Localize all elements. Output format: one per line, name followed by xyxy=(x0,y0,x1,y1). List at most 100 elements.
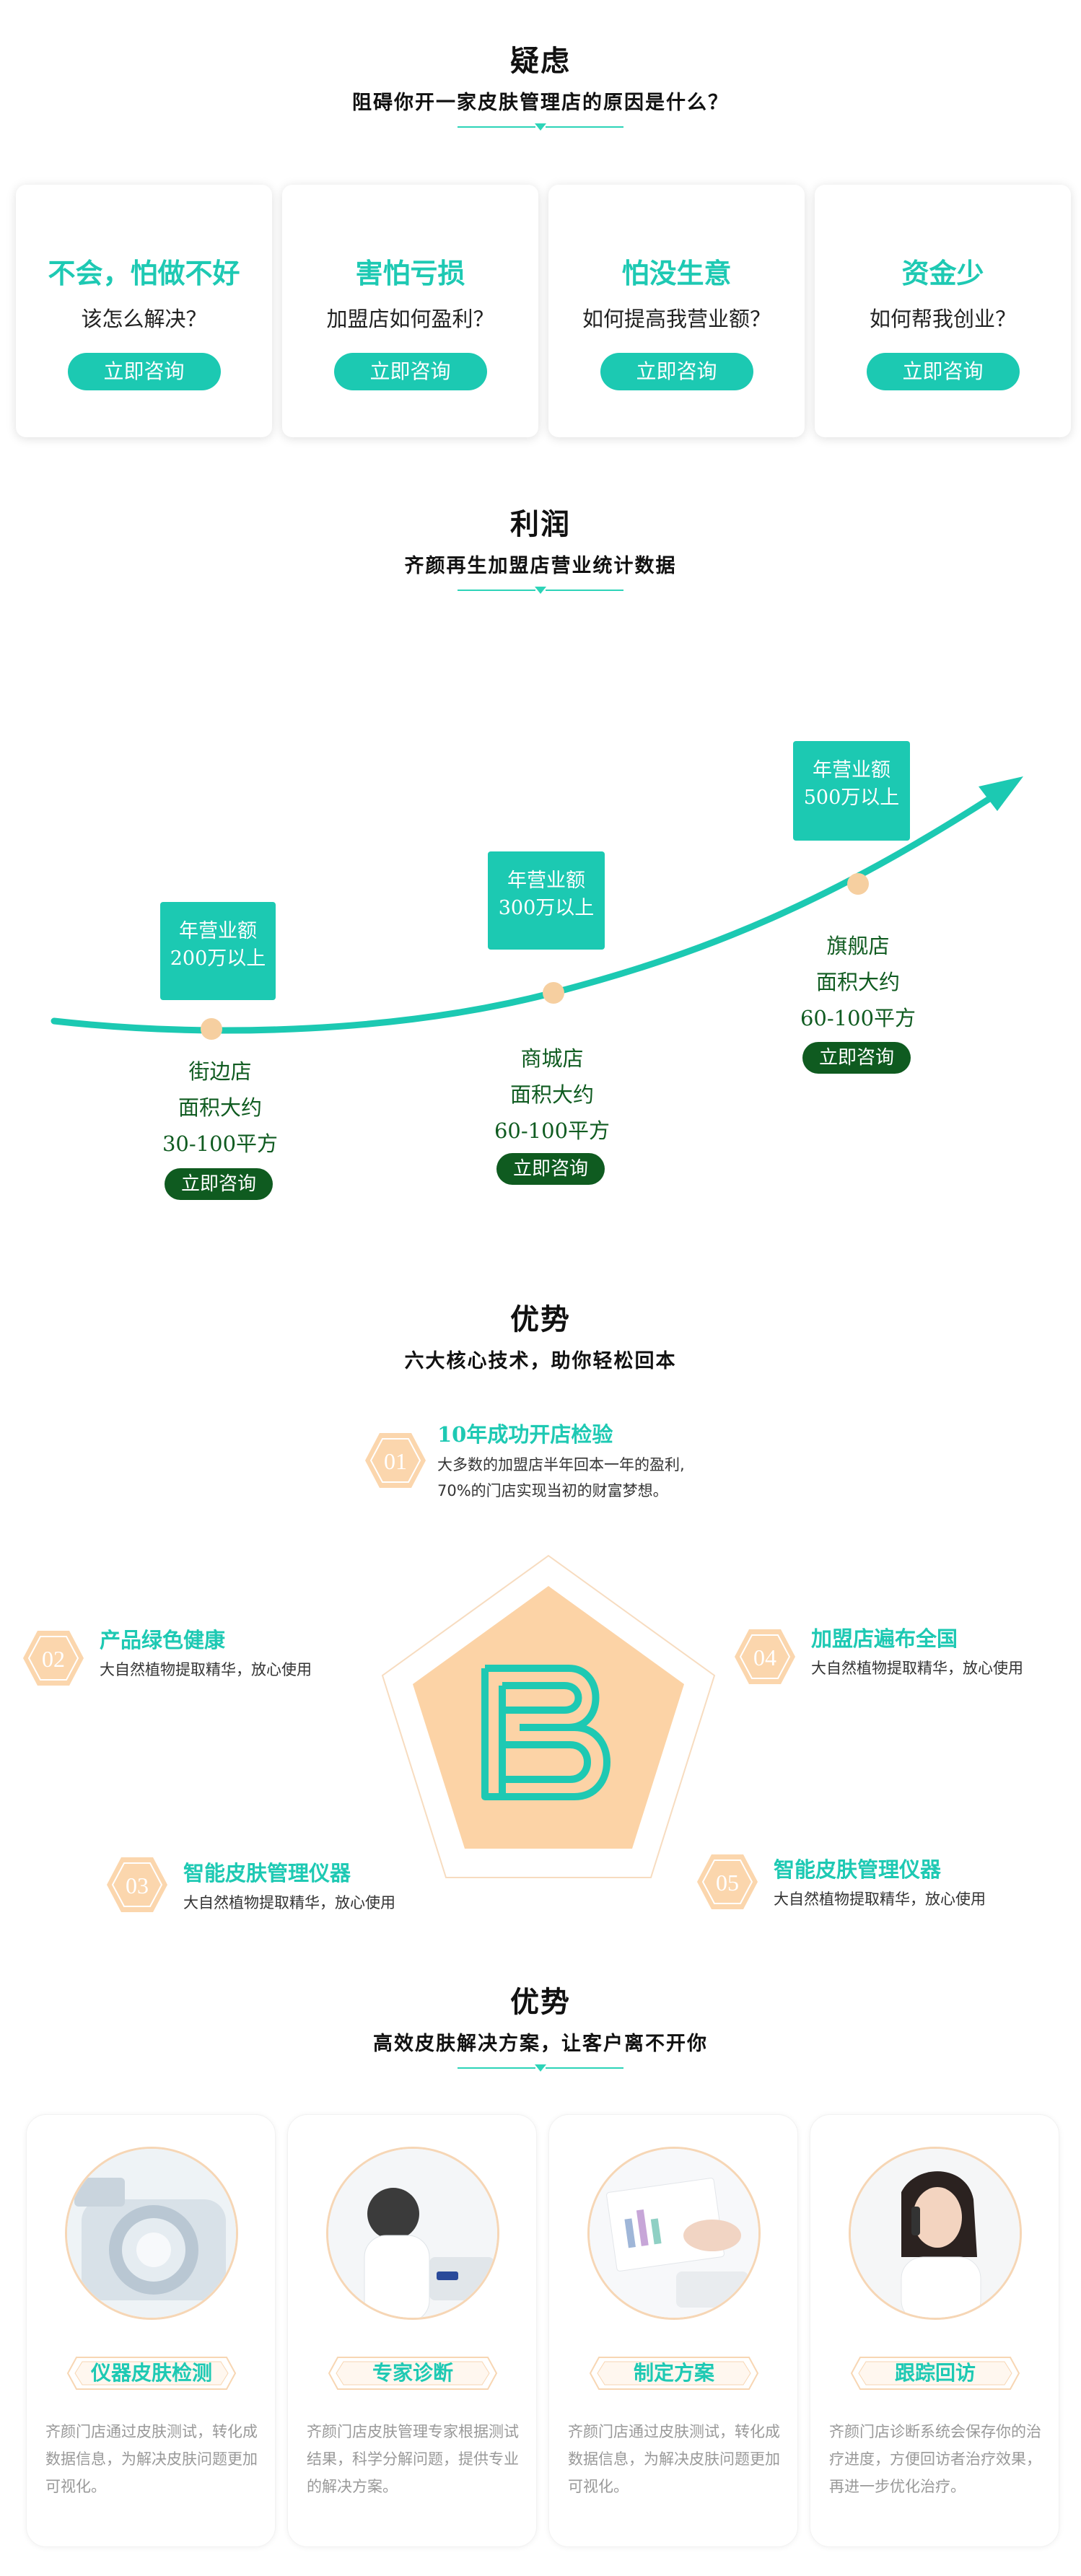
doubt-card-heading: 害怕亏损 xyxy=(355,258,465,289)
doubt-card-heading: 怕没生意 xyxy=(621,258,732,289)
growth-arrow-icon xyxy=(979,776,1023,811)
revenue-value: 500万以上 xyxy=(803,787,900,809)
title-divider xyxy=(458,2062,623,2076)
advantage-desc: 大多数的加盟店半年回本一年的盈利, 70%的门店实现当初的财富梦想。 xyxy=(437,1452,685,1504)
store-name: 街边店 xyxy=(188,1059,252,1084)
advantage-title: 10年成功开店检验 xyxy=(437,1422,613,1447)
tag-frame xyxy=(328,2357,498,2390)
store-area-label: 面积大约 xyxy=(178,1095,262,1120)
doubt-card: 害怕亏损 加盟店如何盈利？ 立即咨询 xyxy=(282,185,538,437)
curve-dot xyxy=(201,1018,222,1040)
store-area: 30-100平方 xyxy=(162,1131,279,1156)
solution-card: 制定方案 齐颜门店通过皮肤测试，转化成数据信息，为解决皮肤问题更加可视化。 xyxy=(548,2114,798,2547)
store-name: 商城店 xyxy=(520,1046,584,1071)
section-doubts-header: 疑虑 阻碍你开一家皮肤管理店的原因是什么？ xyxy=(0,38,1081,135)
title-divider xyxy=(458,584,623,598)
advantage-desc: 大自然植物提取精华，放心使用 xyxy=(100,1661,312,1678)
curve-dot xyxy=(543,982,564,1004)
growth-curve xyxy=(51,776,1023,1040)
revenue-value: 300万以上 xyxy=(498,897,595,919)
section-advantage-header: 优势 六大核心技术，助你轻松回本 xyxy=(0,1296,1081,1373)
badge-number: 04 xyxy=(753,1644,776,1670)
store-info: 商城店 面积大约 60-100平方 xyxy=(440,1041,664,1149)
section-profit-header: 利润 齐颜再生加盟店营业统计数据 xyxy=(0,501,1081,598)
store-area: 60-100平方 xyxy=(800,1006,916,1030)
solution-desc: 齐颜门店通过皮肤测试，转化成数据信息，为解决皮肤问题更加可视化。 xyxy=(45,2423,258,2495)
advantage-title: 智能皮肤管理仪器 xyxy=(774,1857,942,1882)
number-badge-icon: 02 xyxy=(23,1631,84,1686)
section-subtitle: 阻碍你开一家皮肤管理店的原因是什么？ xyxy=(352,92,729,114)
store-area-label: 面积大约 xyxy=(815,970,900,994)
section-subtitle: 高效皮肤解决方案，让客户离不开你 xyxy=(373,2033,708,2055)
section-title: 优势 xyxy=(510,1986,571,2019)
number-badge-icon: 05 xyxy=(697,1854,758,1909)
store-name: 旗舰店 xyxy=(826,934,890,958)
plan-making-photo xyxy=(587,2147,761,2320)
badge-number: 05 xyxy=(716,1870,739,1896)
number-badge-icon: 01 xyxy=(365,1433,426,1488)
solution-card: 专家诊断 齐颜门店皮肤管理专家根据测试结果，科学分解问题，提供专业的解决方案。 xyxy=(287,2114,537,2547)
consult-button[interactable]: 立即咨询 xyxy=(333,353,487,390)
pentagon-fill xyxy=(413,1586,684,1849)
skin-analyzer-photo xyxy=(65,2147,238,2320)
section-title: 疑虑 xyxy=(510,45,571,78)
follow-up-call-photo xyxy=(849,2147,1022,2320)
doubt-card: 怕没生意 如何提高我营业额？ 立即咨询 xyxy=(548,185,805,437)
title-divider xyxy=(458,121,623,135)
solution-card: 跟踪回访 齐颜门店诊断系统会保存你的治疗进度，方便回访者治疗效果，再进一步优化治… xyxy=(810,2114,1059,2547)
section-title: 利润 xyxy=(510,508,571,541)
revenue-label: 年营业额 xyxy=(813,759,890,781)
doubt-card-question: 如何提高我营业额？ xyxy=(582,307,771,331)
section-subtitle: 六大核心技术，助你轻松回本 xyxy=(404,1350,677,1372)
curve-dot xyxy=(847,873,869,895)
number-badge-icon: 03 xyxy=(107,1857,167,1912)
consult-button[interactable]: 立即咨询 xyxy=(600,353,753,390)
expert-diagnosis-photo xyxy=(326,2147,499,2320)
advantage-desc-line: 70%的门店实现当初的财富梦想。 xyxy=(437,1482,668,1499)
advantage-desc-line: 大多数的加盟店半年回本一年的盈利, xyxy=(437,1456,685,1473)
doubt-card-question: 加盟店如何盈利？ xyxy=(326,307,494,331)
solution-desc: 齐颜门店通过皮肤测试，转化成数据信息，为解决皮肤问题更加可视化。 xyxy=(568,2423,780,2495)
consult-button[interactable]: 立即咨询 xyxy=(67,353,221,390)
advantage-desc: 大自然植物提取精华，放心使用 xyxy=(811,1660,1023,1677)
store-info: 街边店 面积大约 30-100平方 xyxy=(108,1053,332,1162)
advantage-desc: 大自然植物提取精华，放心使用 xyxy=(774,1891,986,1908)
number-badge-icon: 04 xyxy=(735,1629,795,1684)
tag-frame xyxy=(850,2357,1020,2390)
store-info: 旗舰店 面积大约 60-100平方 xyxy=(746,928,970,1036)
store-area-label: 面积大约 xyxy=(509,1082,594,1107)
consult-button[interactable]: 立即咨询 xyxy=(866,353,1020,390)
section-title: 优势 xyxy=(510,1303,571,1336)
consult-button[interactable]: 立即咨询 xyxy=(496,1153,605,1185)
solution-card: 仪器皮肤检测 齐颜门店通过皮肤测试，转化成数据信息，为解决皮肤问题更加可视化。 xyxy=(26,2114,276,2547)
solution-desc: 齐颜门店皮肤管理专家根据测试结果，科学分解问题，提供专业的解决方案。 xyxy=(307,2423,519,2495)
revenue-value: 200万以上 xyxy=(170,947,266,970)
tag-frame xyxy=(66,2357,237,2390)
section-solution-header: 优势 高效皮肤解决方案，让客户离不开你 xyxy=(0,1979,1081,2076)
solution-desc: 齐颜门店诊断系统会保存你的治疗进度，方便回访者治疗效果，再进一步优化治疗。 xyxy=(829,2423,1041,2495)
doubt-card: 不会，怕做不好 该怎么解决？ 立即咨询 xyxy=(16,185,272,437)
brand-logo-icon xyxy=(481,1665,610,1800)
consult-button[interactable]: 立即咨询 xyxy=(802,1042,911,1074)
badge-number: 03 xyxy=(126,1872,149,1898)
advantage-title: 产品绿色健康 xyxy=(100,1628,226,1652)
revenue-label: 年营业额 xyxy=(507,869,585,892)
doubt-card-question: 该怎么解决？ xyxy=(81,307,207,331)
revenue-box: 年营业额 200万以上 xyxy=(160,902,276,1000)
doubt-card-heading: 不会，怕做不好 xyxy=(48,258,240,289)
revenue-label: 年营业额 xyxy=(179,920,257,942)
pentagon-graphic xyxy=(381,1554,716,1878)
revenue-box: 年营业额 300万以上 xyxy=(488,851,605,950)
advantage-title: 智能皮肤管理仪器 xyxy=(183,1861,351,1885)
tag-frame xyxy=(589,2357,759,2390)
pentagon-outline xyxy=(381,1554,716,1878)
doubt-card-heading: 资金少 xyxy=(901,258,984,289)
store-area: 60-100平方 xyxy=(494,1118,610,1143)
badge-number: 01 xyxy=(384,1448,407,1474)
revenue-box: 年营业额 500万以上 xyxy=(793,741,910,841)
section-subtitle: 齐颜再生加盟店营业统计数据 xyxy=(404,555,677,577)
consult-button[interactable]: 立即咨询 xyxy=(165,1168,273,1200)
advantage-title: 加盟店遍布全国 xyxy=(811,1626,958,1651)
doubt-card: 资金少 如何帮我创业？ 立即咨询 xyxy=(815,185,1071,437)
badge-number: 02 xyxy=(42,1646,65,1672)
